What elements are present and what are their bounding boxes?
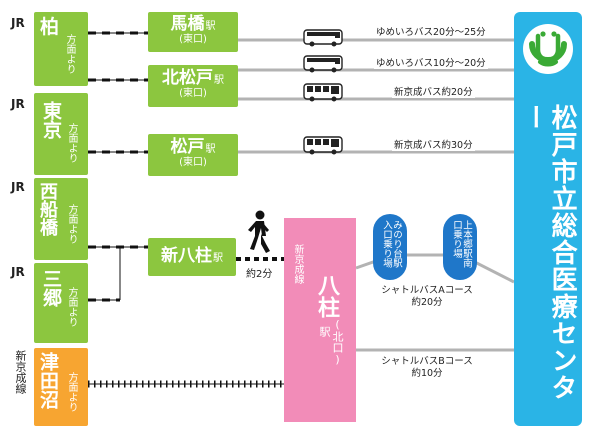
station-matsudo: 松戸駅 (東口)	[148, 134, 238, 176]
jr-label: JR	[11, 180, 25, 194]
hospital-logo-icon	[523, 24, 573, 74]
origin-name: 津田沼	[37, 352, 59, 409]
station-kitamatsudo: 北松戸駅 (東口)	[148, 65, 238, 107]
station-name: 北松戸駅	[162, 68, 224, 88]
shuttle-a-label: シャトルバスAコース 約20分	[368, 285, 486, 309]
origin-kashiwa: 柏 方面より	[34, 12, 88, 86]
bus-icon	[303, 55, 343, 73]
walking-person-icon	[248, 210, 270, 253]
origin-hobun: 方面より	[66, 123, 77, 163]
station-exit: (東口)	[179, 34, 207, 45]
stop-minoridai: みのり台駅入口乗り場	[373, 214, 407, 280]
origin-name: 三郷	[40, 269, 62, 307]
origin-name: 東京	[40, 101, 62, 139]
bus-route-label: 新京成バス約20分	[392, 84, 475, 98]
bus-icon	[303, 29, 343, 47]
origin-hobun: 方面より	[66, 204, 77, 244]
origin-tokyo: 東京 方面より	[34, 93, 88, 175]
yahashira-eki: 駅	[318, 326, 331, 337]
bus-roads	[238, 38, 515, 352]
bus-icon	[303, 136, 343, 155]
bus-route-label: 新京成バス約30分	[392, 137, 475, 151]
origin-hobun: 方面より	[66, 372, 77, 412]
yahashira-line: 新京成線	[292, 244, 303, 284]
origin-misato: 三郷 方面より	[34, 263, 88, 343]
bus-icon	[303, 83, 343, 102]
bus-route-label: ゆめいろバス10分〜20分	[374, 55, 488, 69]
walk-time: 約2分	[246, 269, 273, 280]
station-shinyahashira: 新八柱駅	[148, 238, 236, 276]
station-yahashira: 新京成線 八柱 駅 (北口)	[284, 218, 356, 422]
shinkeisei-line-label: 新京成線	[14, 350, 27, 394]
jr-label: JR	[11, 265, 25, 279]
origin-name: 西船橋	[37, 182, 58, 236]
station-name: 馬橋駅	[170, 14, 216, 34]
hospital-name: 松戸市立総合医療センター	[519, 104, 578, 401]
shuttle-b-label: シャトルバスBコース 約10分	[368, 356, 486, 380]
yahashira-name: 八柱	[314, 274, 339, 318]
origin-hobun: 方面より	[64, 34, 75, 74]
station-exit: (東口)	[179, 88, 207, 99]
stop-kamihongo: 上本郷駅南口乗り場	[443, 214, 477, 280]
station-mabashi: 馬橋駅 (東口)	[148, 12, 238, 52]
origin-name: 柏	[40, 16, 60, 38]
origin-nishifunabashi: 西船橋 方面より	[34, 178, 88, 260]
station-name: 新八柱駅	[161, 246, 223, 266]
station-name: 松戸駅	[170, 137, 216, 157]
jr-rail-links	[88, 31, 148, 302]
origin-hobun: 方面より	[66, 287, 77, 327]
jr-label: JR	[11, 97, 25, 111]
hospital-box: 松戸市立総合医療センター	[514, 12, 582, 426]
jr-label: JR	[11, 16, 25, 30]
origin-tsudanuma: 津田沼 方面より	[34, 348, 88, 426]
station-exit: (東口)	[179, 157, 207, 168]
bus-route-label: ゆめいろバス20分〜25分	[374, 24, 488, 38]
yahashira-exit: (北口)	[331, 318, 344, 366]
